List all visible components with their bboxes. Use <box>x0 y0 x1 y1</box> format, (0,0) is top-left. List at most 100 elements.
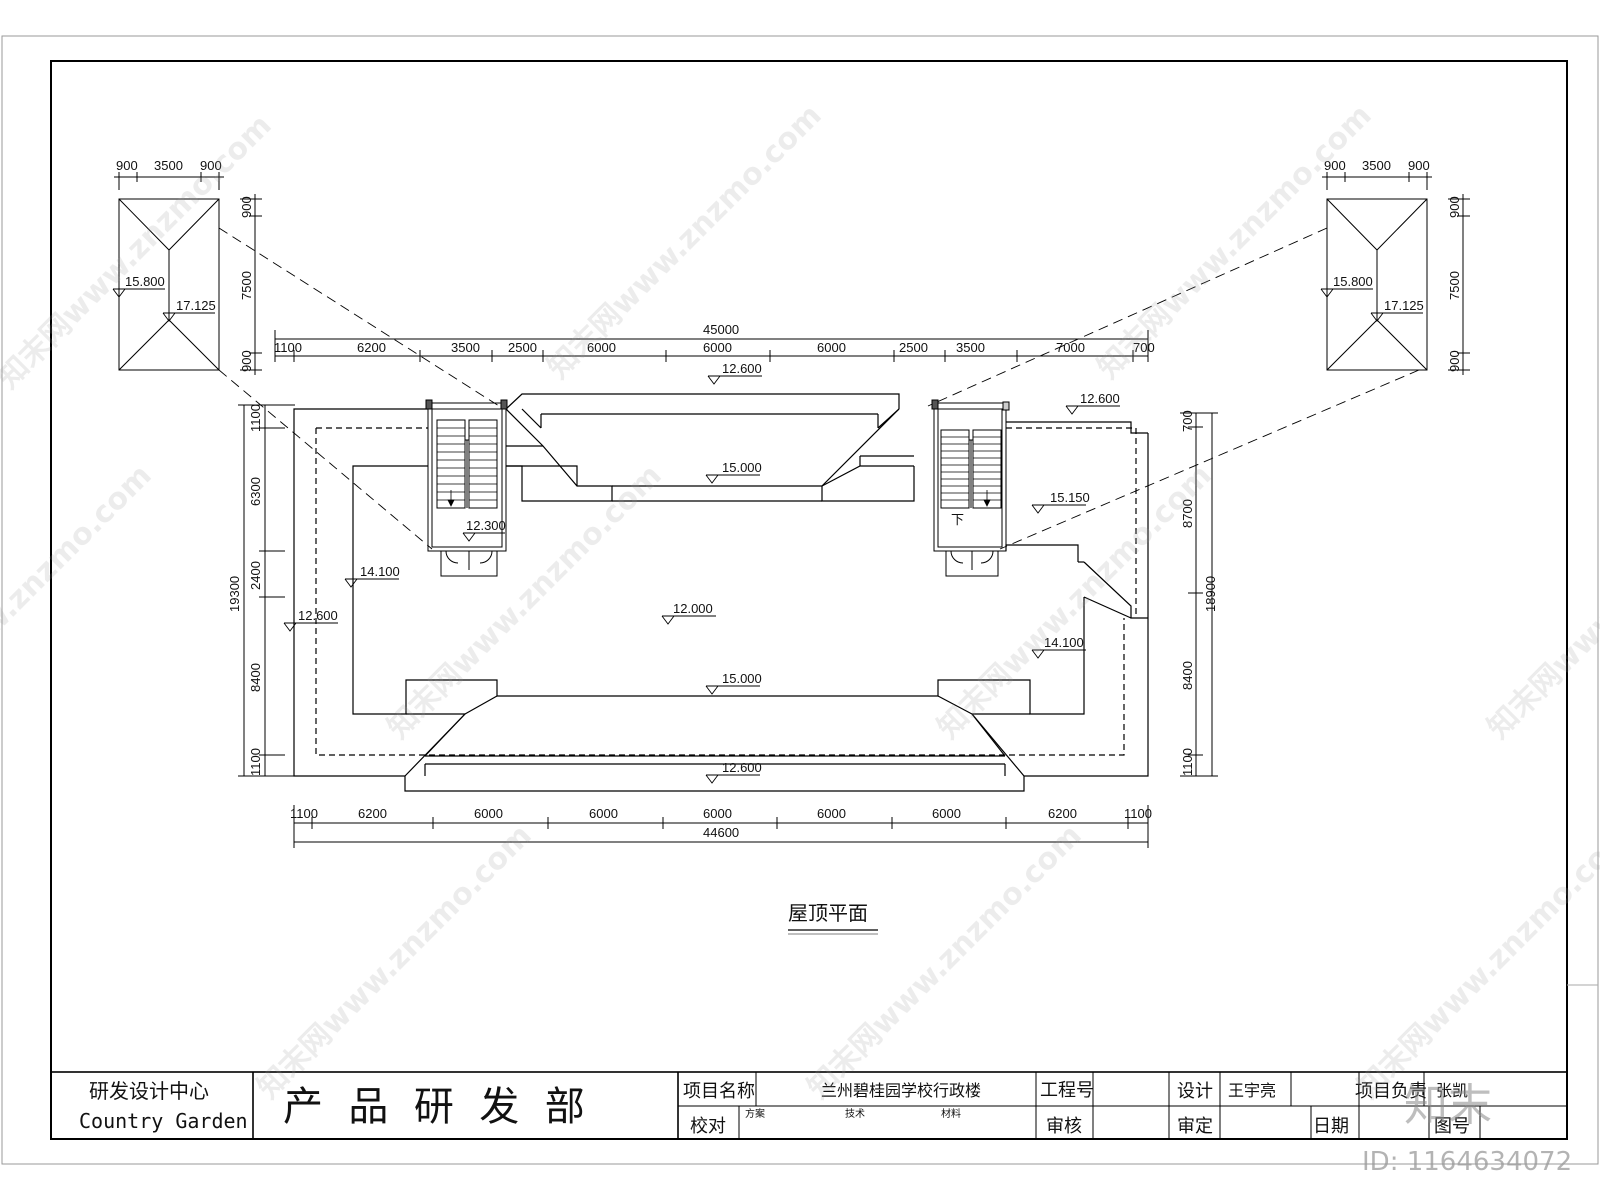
elev-right-upper: 15.150 <box>1050 490 1090 505</box>
plan-elevation-labels: 12.600 12.600 15.000 15.150 12.300 14.10… <box>298 361 1120 775</box>
left-dimension-texts: 1100 6300 2400 8400 1100 19300 <box>227 404 263 776</box>
bottom-dim-0: 1100 <box>290 806 318 821</box>
job-number-label: 工程号 <box>1040 1080 1094 1101</box>
right-dim-1: 8700 <box>1180 499 1195 528</box>
right-dimension-chain <box>1180 412 1218 777</box>
bottom-dim-3: 6000 <box>589 806 618 821</box>
project-manager-label: 项目负责 <box>1355 1081 1427 1102</box>
elev-top-right: 12.600 <box>1080 391 1120 406</box>
design-center-name: 研发设计中心 <box>89 1079 209 1103</box>
left-detail-side-dim-2: 900 <box>239 350 254 372</box>
right-detail-labels: 900 3500 900 900 7500 900 15.800 17.125 <box>1324 158 1462 372</box>
outer-sheet-border <box>1 35 1599 1165</box>
department-name: 产 品 研 发 部 <box>283 1084 585 1130</box>
bottom-dim-7: 6200 <box>1048 806 1077 821</box>
top-dim-5: 6000 <box>703 340 732 355</box>
bottom-dim-4: 6000 <box>703 806 732 821</box>
elev-stair-left: 12.300 <box>466 518 506 533</box>
elev-bottom-edge: 12.600 <box>722 760 762 775</box>
top-dim-9: 7000 <box>1056 340 1085 355</box>
left-dim-0: 1100 <box>248 404 263 432</box>
top-dim-8: 3500 <box>956 340 985 355</box>
left-dim-2: 2400 <box>248 561 263 590</box>
right-detail-elev-marks <box>1320 288 1423 322</box>
left-detail-side-dim-1: 7500 <box>239 271 254 300</box>
scheme-label-text: 方案 <box>745 1107 765 1120</box>
material-label-text: 材料 <box>941 1107 961 1120</box>
date-label: 日期 <box>1313 1116 1349 1137</box>
material-label: 材料 <box>941 1107 961 1120</box>
top-dim-0: 1100 <box>274 340 302 355</box>
drawing-number-label: 图号 <box>1434 1116 1470 1137</box>
left-detail-labels: 900 3500 900 900 7500 900 15.800 17.125 <box>116 158 254 372</box>
bottom-dim-1: 6200 <box>358 806 387 821</box>
tech-label-text: 技术 <box>845 1107 865 1120</box>
project-manager-name: 张凯 <box>1436 1081 1468 1100</box>
elev-upper-ridge: 15.000 <box>722 460 762 475</box>
watermark-text-3: 知末网www.znzmo.com <box>1091 98 1379 386</box>
right-dim-total: 18900 <box>1203 576 1218 612</box>
drawing-caption: 屋顶平面 <box>788 901 868 925</box>
bottom-dim-2: 6000 <box>474 806 503 821</box>
project-name-label: 项目名称 <box>683 1081 755 1102</box>
roof-outline <box>293 393 1149 792</box>
right-roof-detail <box>1322 172 1470 375</box>
inner-frame <box>50 60 1568 1140</box>
left-dim-3: 8400 <box>248 663 263 692</box>
check-label: 校对 <box>690 1116 726 1137</box>
elev-left-inner: 14.100 <box>360 564 400 579</box>
design-center-name-en: Country Garden <box>79 1109 248 1133</box>
bottom-dimension-texts: 1100 6200 6000 6000 6000 6000 6000 6200 … <box>290 806 1152 840</box>
approve-label: 审定 <box>1177 1116 1213 1137</box>
watermark-text-9: 知末网www.znzmo.com <box>1481 458 1600 746</box>
left-stair-core <box>425 399 508 577</box>
right-detail-top-dim-2: 900 <box>1408 158 1430 173</box>
title-block-grid <box>678 984 1598 1139</box>
right-detail-side-dim-2: 900 <box>1447 350 1462 372</box>
title-block-texts: 研发设计中心 Country Garden 产 品 研 发 部 项目名称 兰州碧… <box>79 1079 1470 1137</box>
top-dim-6: 6000 <box>817 340 846 355</box>
right-dim-3: 1100 <box>1180 748 1195 776</box>
watermark-text-2: 知末网www.znzmo.com <box>541 98 829 386</box>
left-detail-elev-high: 17.125 <box>176 298 216 313</box>
left-dim-4: 1100 <box>248 748 263 776</box>
right-detail-side-dim-1: 7500 <box>1447 271 1462 300</box>
top-dim-7: 2500 <box>899 340 928 355</box>
elev-left-outer: 12.600 <box>298 608 338 623</box>
left-stair-treads <box>437 427 497 507</box>
top-dim-total: 45000 <box>703 322 739 337</box>
watermark-text-1: 知末网www.znzmo.com <box>0 108 279 396</box>
watermark-text-8: 知末网www.znzmo.com <box>1351 818 1600 1106</box>
designer-name: 王宇亮 <box>1228 1081 1276 1100</box>
tech-label: 技术 <box>845 1107 865 1120</box>
bottom-dim-8: 1100 <box>1124 806 1152 821</box>
left-dim-1: 6300 <box>248 477 263 506</box>
design-label: 设计 <box>1177 1081 1213 1102</box>
right-detail-top-dim-0: 900 <box>1324 158 1346 173</box>
elev-top-edge: 12.600 <box>722 361 762 376</box>
left-roof-detail <box>114 172 262 375</box>
right-detail-elev-high: 17.125 <box>1384 298 1424 313</box>
right-dim-2: 8400 <box>1180 661 1195 690</box>
review-label: 审核 <box>1046 1116 1082 1137</box>
top-dimension-chain <box>274 330 1149 362</box>
top-dim-2: 3500 <box>451 340 480 355</box>
elev-center: 12.000 <box>673 601 713 616</box>
watermark-text-10: 知末网www.znzmo.com <box>0 458 159 746</box>
right-stair-treads <box>941 436 1001 507</box>
left-detail-elev-marks <box>112 288 215 322</box>
bottom-dim-total: 44600 <box>703 825 739 840</box>
right-detail-side-dim-0: 900 <box>1447 196 1462 218</box>
watermark-text-7: 知末网www.znzmo.com <box>801 818 1089 1106</box>
watermark-text-6: 知末网www.znzmo.com <box>251 818 539 1106</box>
top-dim-1: 6200 <box>357 340 386 355</box>
bottom-dim-5: 6000 <box>817 806 846 821</box>
top-dimension-texts: 1100 6200 3500 2500 6000 6000 6000 2500 … <box>274 322 1155 355</box>
left-detail-top-dim-1: 3500 <box>154 158 183 173</box>
watermark-logo: 知末 <box>1404 1080 1492 1131</box>
bottom-dimension-chain <box>293 805 1149 848</box>
top-dim-3: 2500 <box>508 340 537 355</box>
elev-right-inner: 14.100 <box>1044 635 1084 650</box>
bottom-dim-6: 6000 <box>932 806 961 821</box>
